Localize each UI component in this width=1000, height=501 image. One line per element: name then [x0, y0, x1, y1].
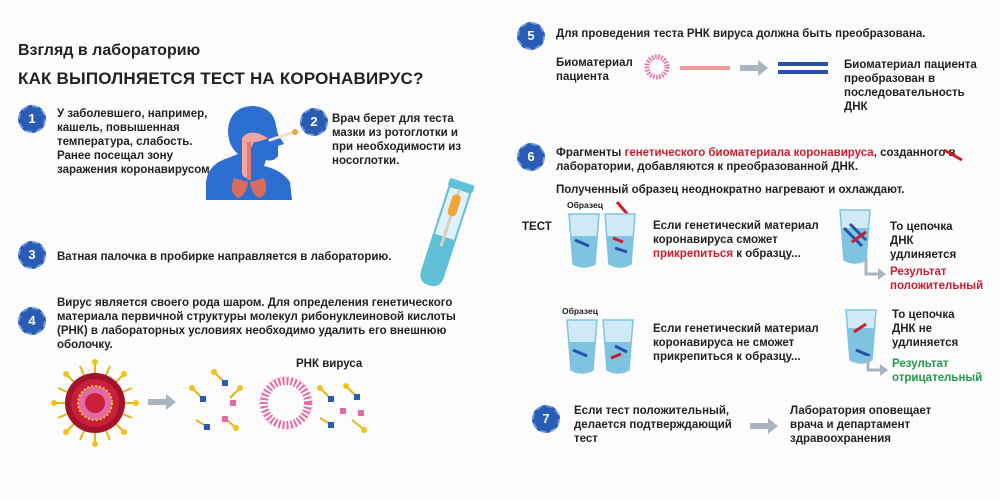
negative-result-tube	[845, 309, 877, 364]
arrow-bend-icon	[866, 356, 888, 376]
fragment-icon	[943, 148, 963, 162]
negative-result-text: То цепочка ДНК не удлиняется	[892, 309, 959, 349]
dna-strand-bottom	[778, 70, 828, 74]
step-5-left-label: Биоматериал пациента	[556, 57, 633, 83]
spike-fragments-2-icon	[317, 383, 367, 433]
step-4-badge: 4	[18, 307, 46, 335]
sample-label-1: Образец	[567, 200, 603, 210]
step-6-heat-text: Полученный образец неоднократно нагреваю…	[556, 184, 905, 196]
negative-text: Если генетический материал коронавируса …	[653, 323, 819, 363]
sample-tubes-negative	[566, 319, 634, 374]
patient-rna-ring-icon	[644, 54, 670, 80]
step-7-right-text: Лаборатория оповещает врача и департамен…	[790, 405, 932, 445]
dna-strand-top	[778, 62, 828, 66]
page-title: КАК ВЫПОЛНЯЕТСЯ ТЕСТ НА КОРОНАВИРУС?	[18, 69, 424, 88]
arrow-bend-icon	[864, 258, 886, 280]
step-5-badge: 5	[517, 22, 545, 50]
step-2-badge: 2	[300, 108, 328, 136]
step-1-text: У заболевшего, например, кашель, повышен…	[57, 108, 213, 176]
step-6-badge: 6	[517, 143, 545, 171]
step-2-text: Врач берет для теста мазки из ротоглотки…	[332, 113, 462, 167]
sample-tubes-positive	[568, 201, 636, 268]
negative-result: Результат отрицательный	[892, 358, 983, 384]
test-tube-icon	[420, 178, 475, 287]
rna-ring-icon	[259, 376, 313, 430]
kicker: Взгляд в лабораторию	[18, 42, 201, 59]
patient-silhouette-icon	[206, 106, 298, 200]
step-3-badge: 3	[18, 241, 46, 269]
test-label: ТЕСТ	[522, 221, 552, 233]
step-6-text: Фрагменты генетического биоматериала кор…	[556, 147, 956, 173]
step-5-text: Для проведения теста РНК вируса должна б…	[556, 28, 926, 40]
positive-result-text: То цепочка ДНК удлиняется	[890, 221, 957, 261]
step-3-text: Ватная палочка в пробирке направляется в…	[57, 251, 392, 263]
rna-strand	[680, 66, 730, 70]
step-7-badge: 7	[532, 405, 560, 433]
step-7-left-text: Если тест положительный, делается подтве…	[574, 405, 732, 445]
positive-text: Если генетический материал коронавируса …	[653, 220, 819, 260]
arrow-right-icon	[750, 418, 778, 434]
spike-fragments-icon	[189, 369, 243, 431]
arrow-right-icon	[148, 394, 176, 410]
step-5-right-label: Биоматериал пациента преобразован в посл…	[844, 59, 977, 113]
arrow-right-icon	[740, 60, 768, 76]
step-1-badge: 1	[18, 105, 46, 133]
positive-result: Результат положительный	[890, 266, 984, 292]
rna-label: РНК вируса	[296, 358, 363, 370]
step-4-text: Вирус является своего рода шаром. Для оп…	[57, 297, 456, 351]
coronavirus-icon	[51, 359, 139, 447]
sample-label-2: Образец	[562, 306, 598, 316]
positive-result-tube	[839, 209, 871, 264]
